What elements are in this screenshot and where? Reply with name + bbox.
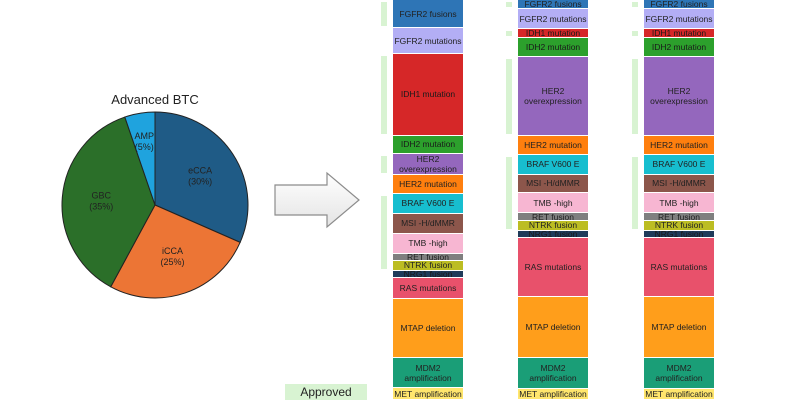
bar-segment-nrg1-fusion: NRG1 fusion: [393, 270, 463, 278]
pie-label-gbc-pct: (35%): [89, 202, 113, 212]
bar-segment-tmb-high: TMB -high: [518, 193, 588, 213]
bar-segment-her2-mutation: HER2 mutation: [393, 174, 463, 194]
approved-bracket: [381, 2, 387, 27]
approved-bracket: [506, 31, 512, 37]
pie-label-ecca: eCCA: [188, 165, 212, 175]
pie-slice-gbc: [61, 116, 156, 288]
pie-slice-icca: [110, 204, 241, 299]
bar-segment-ret-fusion: RET fusion: [644, 212, 714, 222]
bar-segment-met-amplification: MET amplification: [518, 388, 588, 400]
approved-bracket: [381, 195, 387, 269]
bar-segment-fgfr2-mutations: FGFR2 mutations: [518, 9, 588, 30]
bar-segment-mdm2-amplification: MDM2 amplification: [393, 357, 463, 389]
right-arrow-icon: [274, 171, 360, 229]
bar-segment-ntrk-fusion: NTRK fusion: [518, 221, 588, 231]
pie-label-icca: iCCA: [162, 246, 183, 256]
bar-segment-her2-mutation: HER2 mutation: [644, 136, 714, 155]
bar-segment-idh2-mutation: IDH2 mutation: [393, 135, 463, 154]
pie-label-amp: AMP: [135, 131, 155, 141]
bar-segment-idh2-mutation: IDH2 mutation: [644, 38, 714, 58]
bar-segment-ret-fusion: RET fusion: [393, 253, 463, 262]
legend-swatch-approved: [285, 384, 367, 400]
bar-segment-idh1-mutation: IDH1 mutation: [393, 53, 463, 136]
approved-bracket: [381, 55, 387, 134]
pie-label-icca-pct: (25%): [161, 257, 185, 267]
approved-bracket: [506, 59, 512, 135]
legend-label-approved: Approved: [300, 385, 352, 399]
bar-segment-braf-v600-e: BRAF V600 E: [644, 154, 714, 175]
bar-segment-her2-mutation: HER2 mutation: [518, 136, 588, 155]
bar-segment-mtap-deletion: MTAP deletion: [393, 298, 463, 358]
pie-chart: eCCA(30%) iCCA(25%) GBC(35%) AMP(5%): [61, 111, 249, 299]
pie-slice-amp: [124, 111, 156, 206]
bar-segment-mtap-deletion: MTAP deletion: [644, 297, 714, 359]
bar-segment-her2-overexpression: HER2 overexpression: [518, 57, 588, 137]
bar-segment-msi-h-dmmr: MSI -H/dMMR: [393, 213, 463, 234]
pie-label-amp-pct: (5%): [135, 142, 154, 152]
approved-bracket: [381, 155, 387, 173]
approved-bracket: [506, 156, 512, 229]
pie-title: Advanced BTC: [111, 92, 199, 107]
approved-bracket: [506, 2, 512, 8]
bar-segment-msi-h-dmmr: MSI -H/dMMR: [644, 174, 714, 194]
bar-segment-fgfr2-mutations: FGFR2 mutations: [644, 9, 714, 30]
bar-segment-msi-h-dmmr: MSI -H/dMMR: [518, 174, 588, 194]
bar-segment-ntrk-fusion: NTRK fusion: [644, 221, 714, 231]
bar-segment-nrg1-fusion: NRG1 fusion: [644, 230, 714, 238]
bar-segment-fgfr2-fusions: FGFR2 fusions: [518, 0, 588, 10]
bar-segment-met-amplification: MET amplification: [393, 388, 463, 400]
bar-segment-met-amplification: MET amplification: [644, 388, 714, 400]
bar-segment-nrg1-fusion: NRG1 fusion: [518, 230, 588, 238]
bar-segment-ras-mutations: RAS mutations: [644, 237, 714, 298]
approved-bracket: [632, 2, 638, 8]
bar-segment-mdm2-amplification: MDM2 amplification: [518, 358, 588, 389]
bar-segment-ras-mutations: RAS mutations: [518, 237, 588, 298]
bar-segment-her2-overexpression: HER2 overexpression: [393, 153, 463, 175]
bar-segment-fgfr2-mutations: FGFR2 mutations: [393, 28, 463, 54]
bar-segment-her2-overexpression: HER2 overexpression: [644, 57, 714, 137]
bar-segment-fgfr2-fusions: FGFR2 fusions: [393, 0, 463, 29]
approved-bracket: [632, 59, 638, 135]
pie-slice-ecca: [154, 111, 249, 244]
bar-segment-tmb-high: TMB -high: [644, 193, 714, 213]
bar-segment-mtap-deletion: MTAP deletion: [518, 297, 588, 359]
bar-segment-tmb-high: TMB -high: [393, 233, 463, 254]
bar-segment-braf-v600-e: BRAF V600 E: [518, 154, 588, 175]
approved-bracket: [632, 156, 638, 229]
pie-label-ecca-pct: (30%): [188, 176, 212, 186]
bar-segment-idh1-mutation: IDH1 mutation: [518, 29, 588, 39]
pie-label-gbc: GBC: [91, 191, 111, 201]
bar-segment-fgfr2-fusions: FGFR2 fusions: [644, 0, 714, 10]
bar-segment-idh2-mutation: IDH2 mutation: [518, 38, 588, 58]
bar-segment-ret-fusion: RET fusion: [518, 212, 588, 222]
approved-bracket: [632, 31, 638, 37]
bar-segment-braf-v600-e: BRAF V600 E: [393, 193, 463, 214]
bar-segment-ras-mutations: RAS mutations: [393, 277, 463, 299]
bar-segment-idh1-mutation: IDH1 mutation: [644, 29, 714, 39]
bar-segment-mdm2-amplification: MDM2 amplification: [644, 358, 714, 389]
bar-segment-ntrk-fusion: NTRK fusion: [393, 261, 463, 271]
